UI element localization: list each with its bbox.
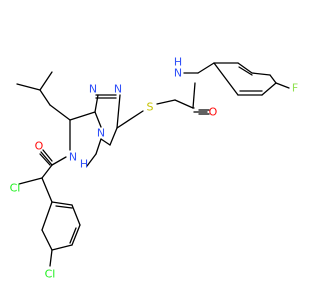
atom-label-s: S <box>147 101 154 114</box>
bond-line <box>40 151 53 166</box>
bond-line <box>275 82 290 89</box>
bond-line <box>41 201 53 231</box>
bond-line <box>238 66 253 76</box>
bond-lines <box>16 62 290 267</box>
atom-label-o: O <box>35 140 44 153</box>
bond-line <box>86 153 97 167</box>
bond-line <box>55 205 73 209</box>
bond-line <box>69 111 96 121</box>
bond-line <box>237 62 253 74</box>
atom-label-f: F <box>292 82 298 95</box>
bond-line <box>251 72 271 76</box>
atom-label-h: H <box>80 158 88 171</box>
bond-line <box>41 229 53 251</box>
bond-line <box>16 83 41 91</box>
bond-line <box>116 94 121 129</box>
bond-line <box>197 62 215 74</box>
atom-label-n: N <box>97 127 105 140</box>
bond-line <box>18 177 43 185</box>
bond-line <box>69 227 77 244</box>
bond-line <box>51 201 73 206</box>
bond-line <box>42 149 53 162</box>
bond-line <box>51 156 67 166</box>
atom-label-n: N <box>89 83 97 96</box>
bond-line <box>94 111 102 128</box>
bond-line <box>156 99 176 105</box>
atom-label-cl: Cl <box>45 268 56 281</box>
bond-line <box>100 138 111 146</box>
bond-line <box>49 104 71 121</box>
bond-line <box>39 71 53 91</box>
bond-line <box>269 74 277 84</box>
bond-line <box>51 244 73 251</box>
bond-line <box>116 110 144 129</box>
bond-line <box>71 204 81 226</box>
bond-line <box>213 62 239 96</box>
atom-label-n: N <box>69 151 77 164</box>
bond-line <box>39 89 51 106</box>
bond-line <box>41 177 53 203</box>
bond-line <box>49 249 53 267</box>
atom-label-n: N <box>174 67 182 80</box>
atom-label-cl: Cl <box>10 182 21 195</box>
bond-line <box>71 224 81 246</box>
atom-label-o: O <box>209 106 218 119</box>
bond-line <box>261 82 277 96</box>
bond-line <box>39 153 51 166</box>
bond-line <box>95 138 102 155</box>
bond-line <box>109 127 118 146</box>
bond-line <box>41 164 53 179</box>
atom-label-h: H <box>174 56 182 69</box>
atom-label-n: N <box>114 83 122 96</box>
bond-line <box>174 99 194 109</box>
bond-line <box>192 82 196 109</box>
